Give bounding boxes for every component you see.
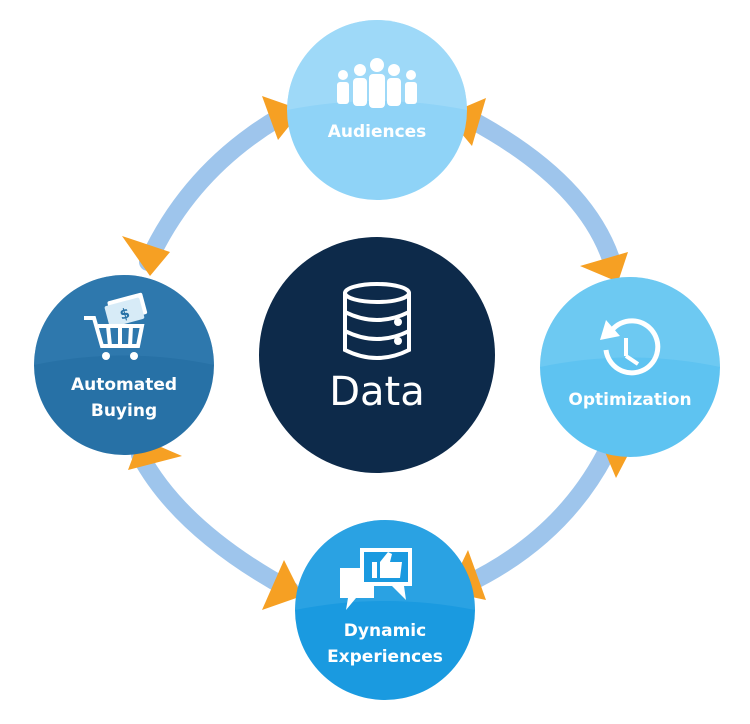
arc-dynamic-to-buying — [131, 446, 299, 599]
connector-arcs — [131, 108, 621, 599]
center-node-data: Data — [259, 237, 495, 473]
svg-text:$: $ — [118, 305, 132, 323]
shopping-cart-money-icon: $ — [84, 292, 148, 360]
database-icon — [343, 282, 411, 360]
chat-thumbs-up-icon — [340, 548, 412, 610]
arc-optimization-to-dynamic — [456, 446, 614, 594]
clock-refresh-icon — [600, 318, 661, 376]
buying-label-line1: Automated — [71, 375, 177, 395]
center-label: Data — [329, 369, 425, 415]
optimization-label: Optimization — [568, 390, 691, 410]
arrowhead-into-optimization — [580, 252, 628, 282]
audiences-label: Audiences — [328, 122, 427, 142]
buying-label-line2: Buying — [91, 401, 157, 421]
center-circle — [259, 237, 495, 473]
node-audiences: Audiences — [287, 20, 467, 200]
node-optimization: Optimization — [540, 277, 720, 457]
node-dynamic-experiences: Dynamic Experiences — [295, 520, 475, 700]
dynamic-label-line1: Dynamic — [344, 621, 426, 641]
dynamic-label-line2: Experiences — [327, 647, 443, 667]
node-automated-buying: $ Automated Buying — [34, 275, 214, 455]
arc-buying-to-audiences — [139, 108, 289, 271]
arrowhead-into-buying-top — [122, 236, 170, 276]
arc-audiences-to-optimization — [459, 109, 621, 271]
arrowhead-into-dynamic-left — [262, 560, 302, 610]
people-group-icon — [337, 58, 417, 108]
